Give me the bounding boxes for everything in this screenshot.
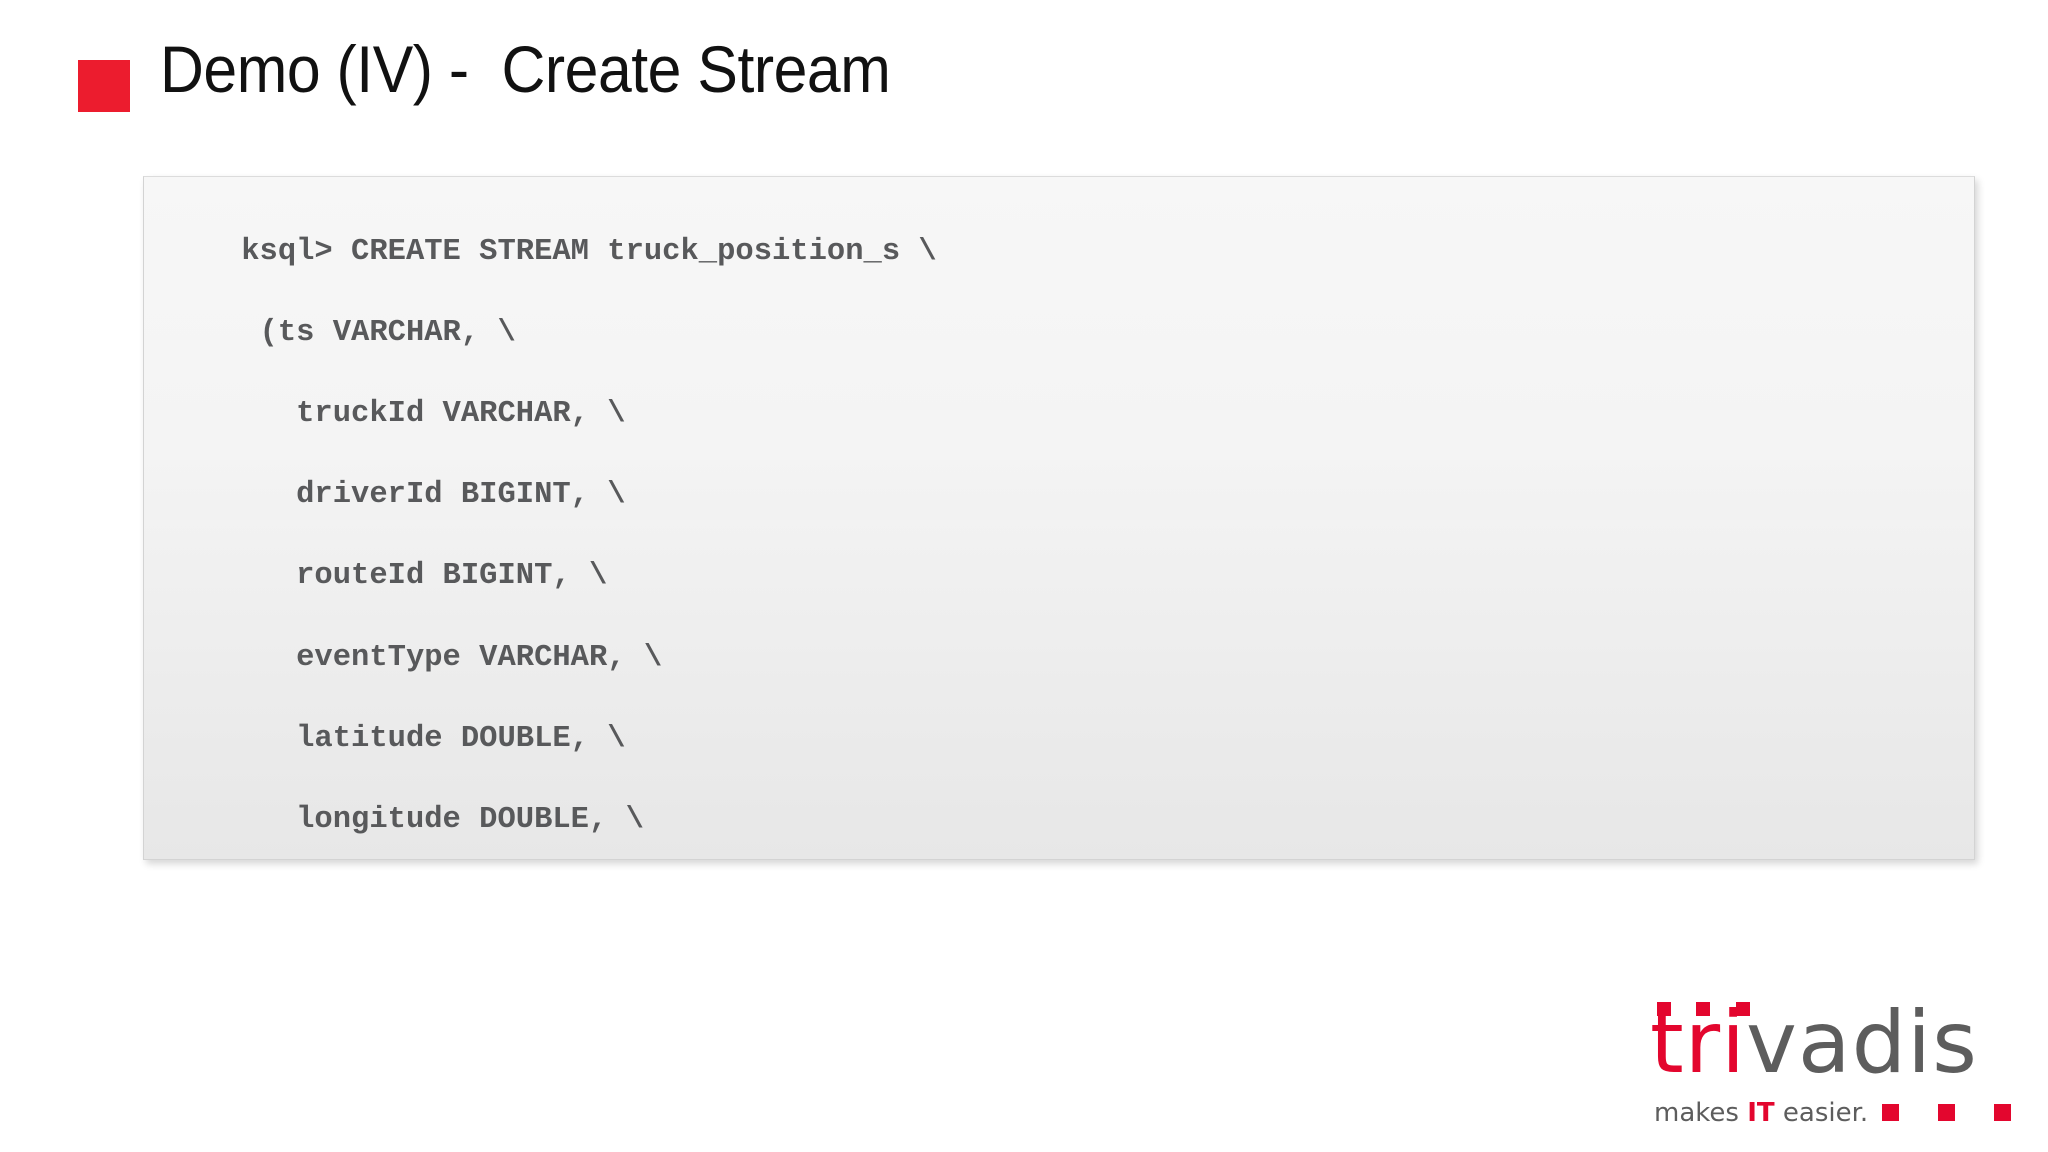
- page-title: Demo (IV) - Create Stream: [160, 32, 891, 106]
- code-line: routeId BIGINT, \: [241, 559, 608, 594]
- logo-word-vadis: vadis: [1745, 993, 1978, 1093]
- terminal-code-block: ksql> CREATE STREAM truck_position_s \ (…: [143, 176, 1975, 860]
- logo-square-icon: [1994, 1104, 2011, 1121]
- title-bullet-square-icon: [78, 60, 130, 112]
- logo-square-icon: [1882, 1104, 1899, 1121]
- code-line: longitude DOUBLE, \: [241, 802, 644, 837]
- logo-tagline: makes IT easier.: [1654, 1098, 1868, 1128]
- code-line: latitude DOUBLE, \: [241, 721, 626, 756]
- code-line: driverId BIGINT, \: [241, 478, 626, 513]
- slide-header: Demo (IV) - Create Stream: [0, 0, 2048, 150]
- code-line: ksql> CREATE STREAM truck_position_s \: [241, 234, 937, 269]
- code-command-text: ksql> CREATE STREAM truck_position_s \ (…: [168, 191, 1974, 859]
- code-line: (ts VARCHAR, \: [241, 315, 516, 350]
- trivadis-logo: trivadis makes IT easier.: [1650, 1000, 2020, 1140]
- logo-tagline-before: makes: [1654, 1098, 1748, 1128]
- code-line: truckId VARCHAR, \: [241, 396, 626, 431]
- logo-serif-dot-icon: [1736, 1002, 1750, 1016]
- logo-square-icon: [1938, 1104, 1955, 1121]
- logo-serif-dot-icon: [1696, 1002, 1710, 1016]
- logo-tagline-after: easier.: [1774, 1098, 1869, 1128]
- logo-tagline-highlight: IT: [1747, 1098, 1775, 1128]
- code-line: eventType VARCHAR, \: [241, 640, 663, 675]
- logo-serif-dot-icon: [1657, 1002, 1671, 1016]
